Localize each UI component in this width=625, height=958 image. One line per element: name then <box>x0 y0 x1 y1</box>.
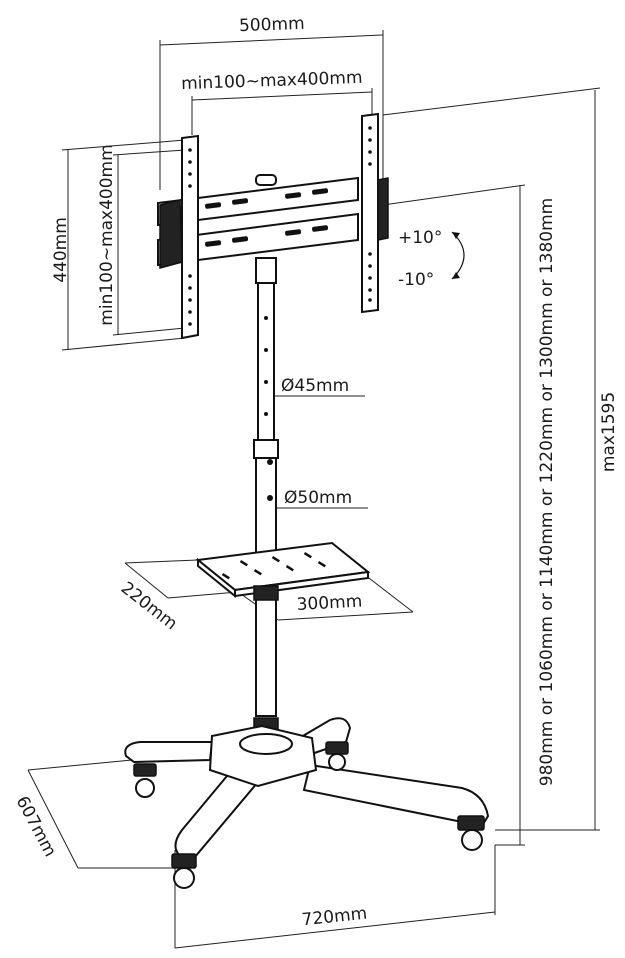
lower-pole-upper <box>255 457 277 559</box>
left-arm-clamp <box>159 199 183 269</box>
pole-top-cap <box>255 174 277 186</box>
dim-ext-440-bottom <box>61 337 186 351</box>
cross-base <box>124 717 490 889</box>
hub-cap <box>239 733 293 755</box>
shelf-side <box>197 557 236 599</box>
right-vertical-arm <box>361 112 379 314</box>
caster-back-right <box>325 741 349 771</box>
label-440mm: 440mm <box>51 217 71 283</box>
upper-rail <box>157 176 359 227</box>
label-500mm: 500mm <box>239 14 305 36</box>
dim-shelf-right-edge <box>364 574 414 613</box>
dim-shelf-back-edge <box>124 559 199 564</box>
dim-ext-height-top <box>382 184 526 206</box>
label-tilt-up: +10° <box>398 228 442 248</box>
right-arm-clamp <box>377 177 389 241</box>
lower-rail <box>157 212 359 267</box>
leg-front-left <box>174 768 260 860</box>
caster-front-left <box>171 853 197 889</box>
dim-base-back-edge <box>27 759 133 771</box>
left-vertical-arm <box>181 134 199 340</box>
dim-ext-max-top <box>382 87 601 116</box>
dim-ext-vesa-height-top <box>112 149 186 156</box>
caster-back-left <box>133 763 157 798</box>
label-tilt-down: -10° <box>398 270 434 290</box>
upper-pole <box>257 282 275 449</box>
dim-line-220 <box>124 562 169 599</box>
tilt-arc <box>451 231 465 280</box>
dim-ext-440-top <box>61 139 186 151</box>
dim-ext-vesa-height-bottom <box>112 327 186 336</box>
dim-line-vesa-width <box>191 91 373 101</box>
label-300mm: 300mm <box>296 592 363 615</box>
label-220mm: 220mm <box>117 578 181 634</box>
pole-clamp <box>253 439 279 459</box>
label-height-options: 980mm or 1060mm or 1140mm or 1220mm or 1… <box>537 198 557 786</box>
dim-shelf-front-edge <box>167 591 239 599</box>
vesa-mount-bracket <box>157 112 389 340</box>
label-dia45: Ø45mm <box>281 376 349 396</box>
label-607mm: 607mm <box>12 793 60 860</box>
dim-line-500 <box>159 34 384 46</box>
caster-front-right <box>457 815 485 851</box>
dim-line-607 <box>27 769 79 869</box>
tilt-arrow-down-icon <box>452 272 460 279</box>
telescopic-pole <box>253 257 279 731</box>
dim-line-720 <box>174 911 496 949</box>
label-dia50: Ø50mm <box>284 488 352 508</box>
av-shelf <box>195 541 371 601</box>
leg-back-left <box>124 741 214 764</box>
dim-line-300 <box>277 611 414 621</box>
lower-pole-bottom <box>255 597 277 717</box>
tilt-arrow-up-icon <box>452 232 460 239</box>
label-720mm: 720mm <box>301 904 368 931</box>
label-vesa-height-range: min100~max400mm <box>97 144 117 325</box>
label-vesa-width-range: min100~max400mm <box>181 68 363 94</box>
label-max-height: max1595 <box>599 392 619 472</box>
shelf-clamp <box>253 585 279 601</box>
pole-collar-top <box>255 257 277 284</box>
